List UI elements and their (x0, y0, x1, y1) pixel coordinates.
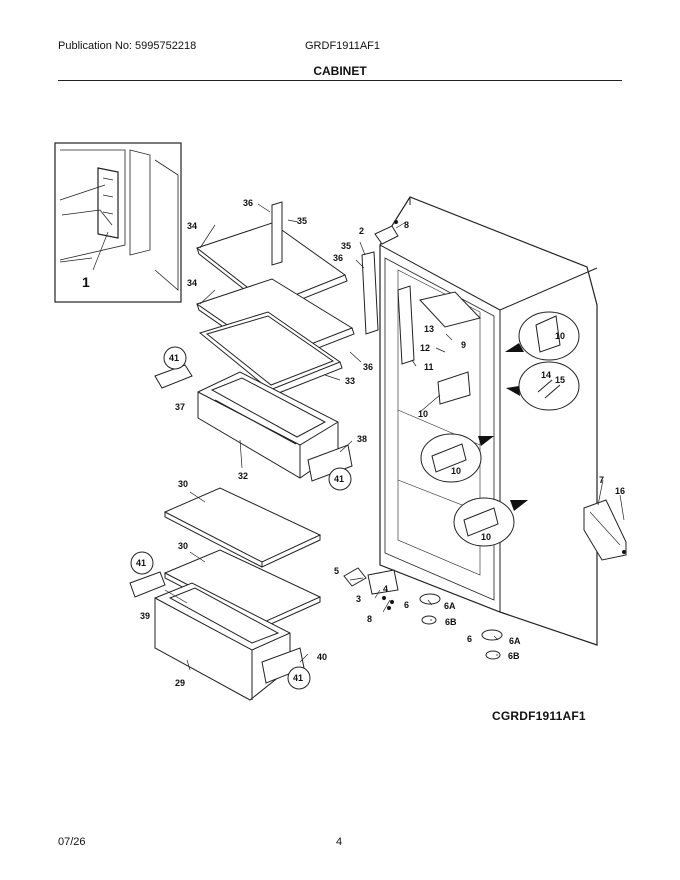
callout-41c: 41 (136, 558, 146, 568)
callout-15: 15 (555, 375, 565, 385)
callout-10-top: 10 (555, 331, 565, 341)
callout-circle-41b (328, 467, 352, 491)
callout-36-top: 36 (243, 198, 253, 208)
callout-35-right: 35 (341, 241, 351, 251)
callout-16: 16 (615, 486, 625, 496)
cabinet-body (379, 196, 598, 646)
callout-33: 33 (345, 376, 355, 386)
bracket-10a (437, 371, 471, 405)
detail-circle-10-low (453, 497, 515, 547)
leg-6a-front (419, 593, 441, 605)
callout-9: 9 (461, 340, 466, 350)
callout-8-top: 8 (404, 220, 409, 230)
callout-34-top: 34 (187, 221, 197, 231)
callout-38: 38 (357, 434, 367, 444)
callout-6-rear: 6 (467, 634, 472, 644)
top-hinge-2 (374, 225, 399, 245)
callout-39: 39 (140, 611, 150, 621)
footer-date: 07/26 (58, 836, 86, 848)
callout-10-front: 10 (418, 409, 428, 419)
callout-10-low: 10 (481, 532, 491, 542)
callout-6a-rear: 6A (509, 636, 521, 646)
callout-circle-41c (130, 551, 154, 575)
callout-5: 5 (334, 566, 339, 576)
callout-35-left: 35 (297, 216, 307, 226)
callout-7: 7 (599, 475, 604, 485)
callout-circle-41a (163, 346, 187, 370)
callout-13: 13 (424, 324, 434, 334)
callout-10-mid: 10 (451, 466, 461, 476)
callout-40: 40 (317, 652, 327, 662)
page-number: 4 (336, 836, 343, 848)
drawing-code: CGRDF1911AF1 (492, 709, 586, 723)
callout-6b-rear: 6B (508, 651, 520, 661)
drawer-slide-38 (307, 444, 353, 482)
callout-41d: 41 (293, 673, 303, 683)
detail-circle-10-top (518, 311, 580, 361)
callout-36-right: 36 (333, 253, 343, 263)
callout-34-mid: 34 (187, 278, 197, 288)
section-title: CABINET (313, 64, 367, 78)
callout-37: 37 (175, 402, 185, 412)
rear-cover-7 (583, 499, 627, 561)
shelf-rail-right (361, 251, 379, 335)
callout-41a: 41 (169, 353, 179, 363)
callout-2: 2 (359, 226, 364, 236)
callout-8-bottom: 8 (367, 614, 372, 624)
bracket-5 (343, 567, 367, 587)
callout-12: 12 (420, 343, 430, 353)
drawer-cover-39 (129, 571, 166, 598)
callout-41b: 41 (334, 474, 344, 484)
publication-number: Publication No: 5995752218 (58, 40, 197, 52)
inset-detail-drawing (59, 149, 179, 291)
header-rule (58, 80, 622, 81)
callout-11: 11 (424, 362, 434, 372)
callout-14: 14 (541, 370, 551, 380)
light-housing-9 (419, 291, 481, 328)
callout-3: 3 (356, 594, 361, 604)
callout-30-lower: 30 (178, 541, 188, 551)
callout-36-bottom: 36 (363, 362, 373, 372)
callout-6-front: 6 (404, 600, 409, 610)
leg-6a-rear (481, 629, 503, 641)
callout-6b-front: 6B (445, 617, 457, 627)
callout-30-upper: 30 (178, 479, 188, 489)
leg-6b-front (421, 615, 437, 625)
shelf-rail-left (271, 201, 283, 266)
callout-1: 1 (82, 274, 90, 290)
callout-6a-front: 6A (444, 601, 456, 611)
callout-4: 4 (383, 584, 388, 594)
leg-6b-rear (485, 650, 501, 660)
control-11 (397, 285, 415, 365)
callout-32: 32 (238, 471, 248, 481)
callout-circle-41d (287, 666, 311, 690)
bottom-hinge-3 (367, 569, 399, 595)
callout-29: 29 (175, 678, 185, 688)
model-number: GRDF1911AF1 (305, 40, 380, 52)
